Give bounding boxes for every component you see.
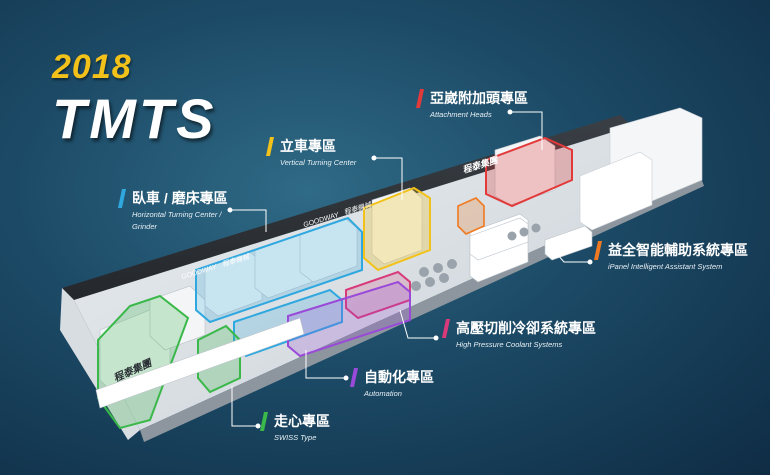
zone-subtitle: Automation <box>364 389 402 398</box>
zone-outline-vertical <box>363 186 431 272</box>
front-banner <box>95 317 305 409</box>
zone-subtitle: High Pressure Coolant Systems <box>456 340 563 349</box>
zone-subtitle: Horizontal Turning Center / Grinder <box>132 210 222 231</box>
zone-subtitle: SWISS Type <box>274 433 317 442</box>
zone-title: 亞崴附加頭專區 <box>430 90 528 106</box>
leader-lines <box>227 109 593 429</box>
zone-subtitle: iPanel Intelligent Assistant System <box>608 262 723 271</box>
event-year: 2018 <box>52 48 132 86</box>
zone-title: 高壓切削冷卻系統專區 <box>456 320 596 336</box>
zone-subtitle: Vertical Turning Center <box>280 158 357 167</box>
event-name: TMTS <box>52 87 217 150</box>
zone-title: 走心專區 <box>274 413 330 429</box>
zone-title: 自動化專區 <box>364 369 434 385</box>
booth-back-wall <box>62 115 632 300</box>
zone-title: 立車專區 <box>280 138 336 154</box>
zone-subtitle: Attachment Heads <box>430 110 492 119</box>
booth-structure <box>579 151 653 231</box>
zone-outline-attachment <box>485 136 573 208</box>
seating-area <box>411 223 541 291</box>
zone-outline-automation <box>287 280 411 358</box>
zone-title: 臥車 / 磨床專區 <box>132 190 228 206</box>
display-stands <box>469 217 593 261</box>
zone-title: 益全智能輔助系統專區 <box>608 242 748 258</box>
zone-outline-attachment-small <box>457 197 485 235</box>
